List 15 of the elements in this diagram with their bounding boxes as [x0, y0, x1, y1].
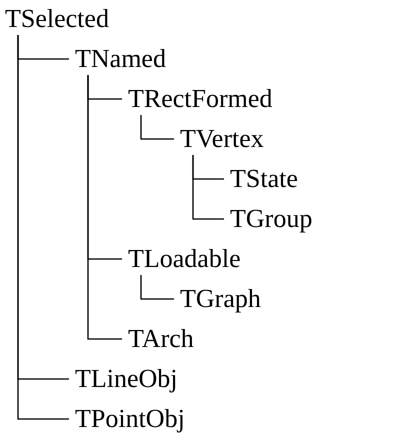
class-name: TGraph: [180, 283, 261, 315]
tree-connector: [140, 115, 174, 140]
class-name: TLoadable: [128, 243, 241, 275]
tree-connector: [192, 155, 224, 220]
class-name: TGroup: [230, 203, 312, 235]
class-name: TRectFormed: [128, 83, 272, 115]
tree-connector: [87, 75, 122, 340]
tree-connector: [140, 275, 174, 300]
class-name: TSelected: [5, 3, 109, 35]
class-name: TVertex: [180, 123, 264, 155]
class-name: TLineObj: [75, 363, 178, 395]
class-name: TPointObj: [75, 403, 185, 435]
class-name: TState: [230, 163, 298, 195]
class-name: TArch: [128, 323, 194, 355]
class-name: TNamed: [75, 43, 166, 75]
